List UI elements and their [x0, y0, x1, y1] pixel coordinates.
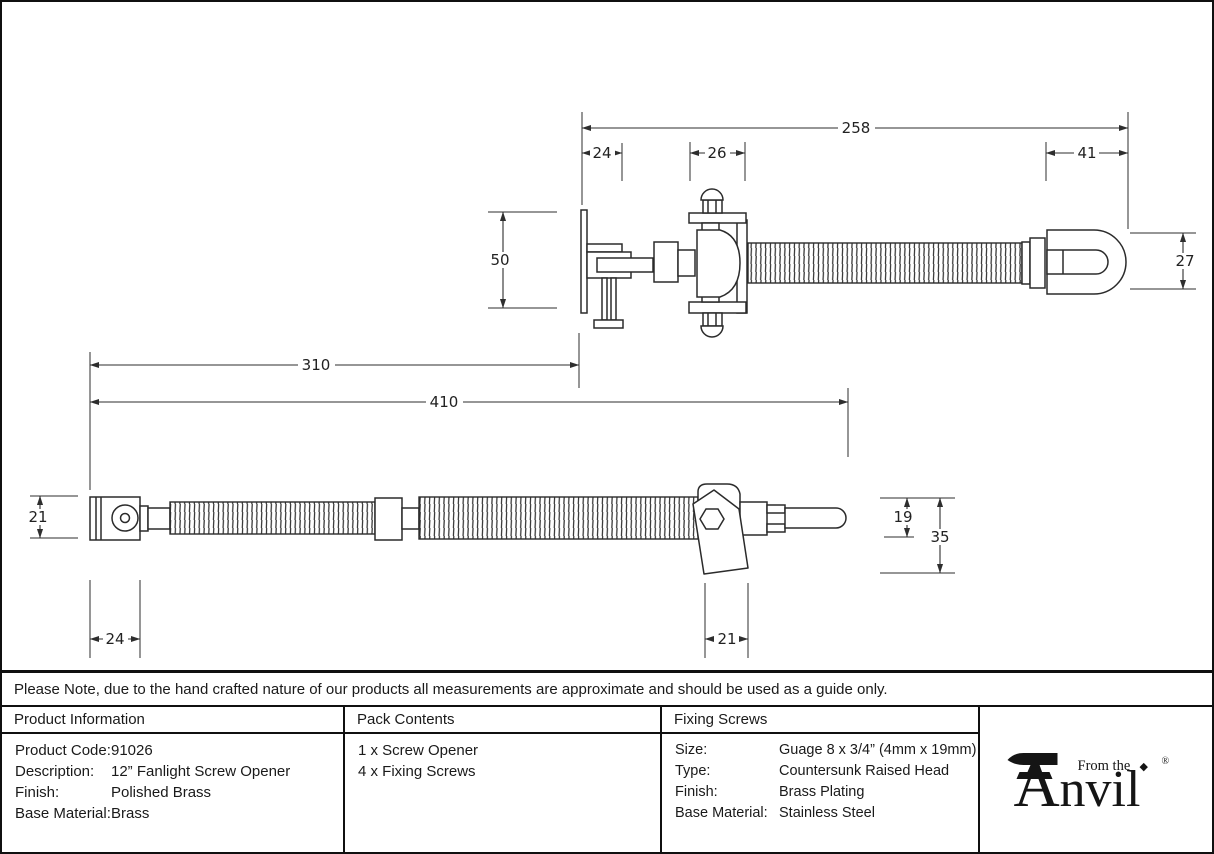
list-item: 4 x Fixing Screws [358, 763, 476, 780]
pin [784, 507, 847, 529]
brand-logo-cell: A nvil From the ◆ ® [980, 707, 1212, 852]
base-material-value: Brass [111, 805, 150, 822]
dim-plate-height: 50 [490, 251, 509, 269]
table-row: Size: Guage 8 x 3/4” (4mm x 19mm) [675, 740, 978, 761]
dim-eye-width: 24 [105, 630, 124, 648]
dim-clamp-width: 21 [717, 630, 736, 648]
dim-overall-length: 258 [842, 119, 871, 137]
diamond-icon: ◆ [1140, 760, 1149, 773]
table-row: Finish: Brass Plating [675, 782, 978, 803]
dim-loop-length: 41 [1077, 144, 1096, 162]
flexible-shaft [747, 242, 1023, 284]
registered-mark: ® [1162, 756, 1170, 767]
dim-pin-height: 19 [893, 508, 912, 526]
table-row: Base Material: Stainless Steel [675, 803, 978, 824]
pack-contents-header: Pack Contents [345, 707, 660, 734]
dim-body-width: 26 [707, 144, 726, 162]
finish-value: Polished Brass [111, 784, 212, 801]
top-view-drawing: 258 24 26 41 50 27 [488, 112, 1198, 338]
product-code-value: 91026 [111, 742, 153, 759]
list-item: 1 x Screw Opener [358, 742, 479, 759]
screw-finish-value: Brass Plating [779, 784, 865, 800]
disclaimer-text: Please Note, due to the hand crafted nat… [14, 680, 888, 698]
technical-drawing-area: 258 24 26 41 50 27 [2, 2, 1212, 670]
info-table: Product Information Product Code: 91026 … [2, 705, 1212, 852]
wall-plate [580, 209, 588, 314]
screw-type-value: Countersunk Raised Head [779, 763, 950, 779]
flexible-shaft-inner [169, 501, 376, 535]
bottom-knob [700, 312, 724, 338]
technical-drawing: 258 24 26 41 50 27 [26, 112, 1198, 658]
description-value: 12” Fanlight Screw Opener [111, 763, 291, 780]
top-knob [700, 188, 724, 214]
dim-clamp-height: 35 [930, 528, 949, 546]
fixing-screws-header: Fixing Screws [662, 707, 978, 734]
disclaimer-note: Please Note, due to the hand crafted nat… [2, 670, 1212, 705]
dim-loop-height: 27 [1175, 252, 1194, 270]
product-information-header: Product Information [2, 707, 343, 734]
dim-overall-length-plan: 410 [430, 393, 459, 411]
dim-eye-height: 21 [28, 508, 47, 526]
table-row: Product Code: 91026 [15, 742, 153, 759]
flexible-shaft-outer [418, 496, 699, 540]
table-row: Finish: Polished Brass [15, 784, 212, 801]
pack-contents-column: Pack Contents 1 x Screw Opener 4 x Fixin… [345, 707, 662, 852]
dim-plate-distance: 310 [302, 356, 331, 374]
product-information-column: Product Information Product Code: 91026 … [2, 707, 345, 852]
table-row: Description: 12” Fanlight Screw Opener [15, 763, 291, 780]
screw-base-material-value: Stainless Steel [779, 805, 875, 821]
fixing-screws-column: Fixing Screws Size: Guage 8 x 3/4” (4mm … [662, 707, 980, 852]
logo-prefix: From the [1078, 758, 1131, 774]
table-row: Type: Countersunk Raised Head [675, 761, 978, 782]
dim-plate-width: 24 [592, 144, 611, 162]
plan-view-drawing: 310 410 21 24 21 19 35 [26, 333, 955, 658]
table-row: Base Material: Brass [15, 805, 150, 822]
anvil-icon [1007, 752, 1058, 779]
screw-size-value: Guage 8 x 3/4” (4mm x 19mm) [779, 742, 977, 758]
gearbox-body [696, 229, 741, 298]
hex-nut [699, 508, 725, 530]
logo-name-rest: nvil [1060, 761, 1141, 809]
from-the-anvil-logo: A nvil From the ◆ ® [1007, 751, 1170, 809]
